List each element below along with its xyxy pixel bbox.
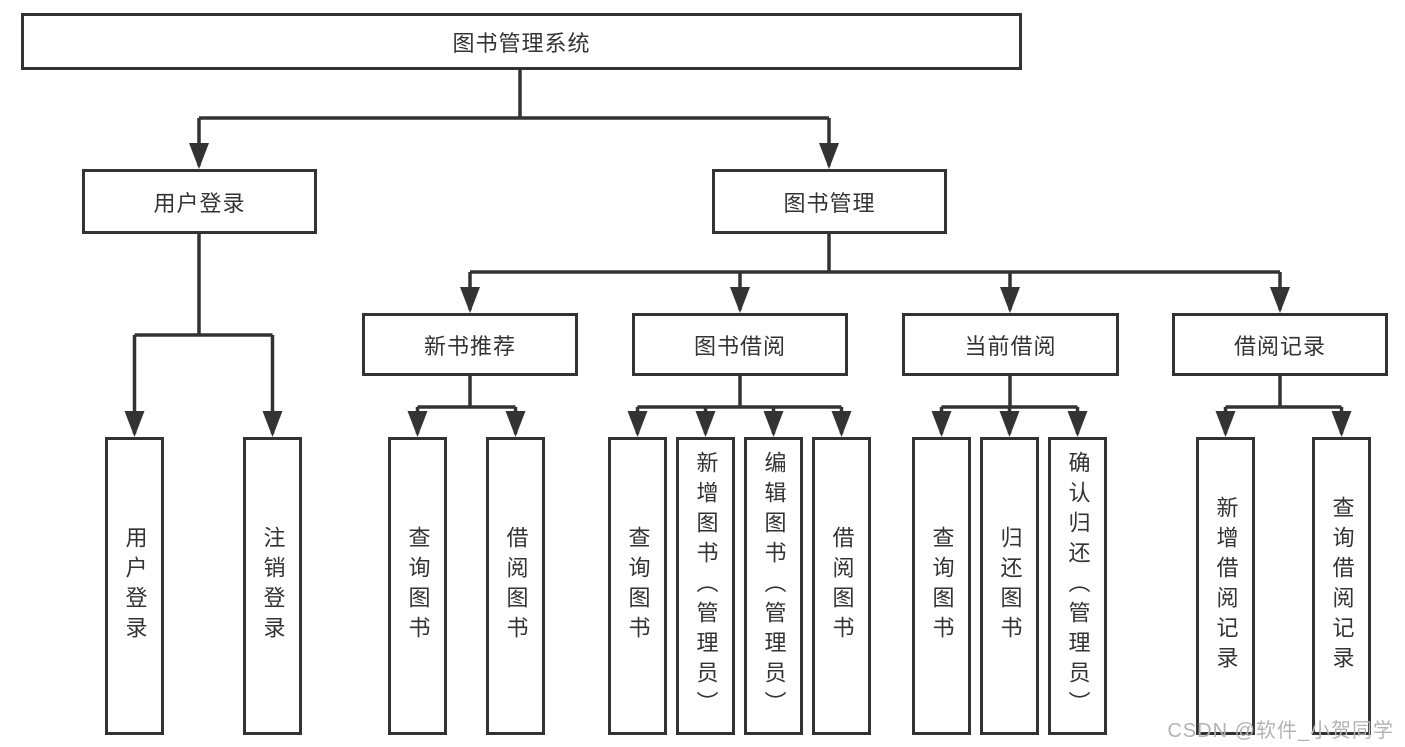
- node-label: 用户登录: [122, 526, 148, 646]
- node-leaf-logout: 注销登录: [243, 437, 302, 735]
- node-current-borrowing: 当前借阅: [902, 313, 1119, 376]
- node-borrowing-records: 借阅记录: [1172, 313, 1388, 376]
- node-label: 借阅图书: [503, 526, 529, 646]
- node-label: 查询图书: [929, 526, 955, 646]
- node-label: 注销登录: [260, 526, 286, 646]
- node-book-borrowing: 图书借阅: [632, 313, 848, 376]
- node-leaf-return-books: 归还图书: [980, 437, 1039, 735]
- node-label: 编辑图书（管理员）: [761, 451, 787, 721]
- node-book-management-branch: 图书管理: [712, 169, 947, 234]
- node-leaf-user-login: 用户登录: [105, 437, 164, 735]
- node-leaf-query-books-borrowing: 查询图书: [608, 437, 667, 735]
- node-label: 图书管理系统: [452, 30, 591, 56]
- node-label: 新书推荐: [423, 333, 516, 359]
- node-new-book-recommendation: 新书推荐: [362, 313, 578, 376]
- node-label: 当前借阅: [964, 333, 1057, 359]
- node-label: 图书管理: [783, 190, 876, 216]
- node-user-login-branch: 用户登录: [82, 169, 317, 234]
- node-label: 确认归还（管理员）: [1065, 451, 1091, 721]
- node-leaf-edit-book-admin: 编辑图书（管理员）: [744, 437, 803, 735]
- node-label: 归还图书: [997, 526, 1023, 646]
- node-label: 新增图书（管理员）: [693, 451, 719, 721]
- watermark-text: CSDN @软件_小贺同学: [1167, 720, 1394, 742]
- node-leaf-query-borrow-record: 查询借阅记录: [1312, 437, 1371, 735]
- node-leaf-query-books-current: 查询图书: [912, 437, 971, 735]
- node-label: 查询图书: [405, 526, 431, 646]
- node-label: 查询借阅记录: [1329, 496, 1355, 676]
- node-label: 查询图书: [625, 526, 651, 646]
- node-leaf-borrow-books-recommend: 借阅图书: [486, 437, 545, 735]
- node-library-management-system: 图书管理系统: [21, 13, 1022, 70]
- node-leaf-query-books-recommend: 查询图书: [388, 437, 447, 735]
- node-label: 新增借阅记录: [1213, 496, 1239, 676]
- node-label: 借阅图书: [829, 526, 855, 646]
- node-leaf-add-borrow-record: 新增借阅记录: [1196, 437, 1255, 735]
- node-label: 图书借阅: [693, 333, 786, 359]
- node-label: 用户登录: [153, 190, 246, 216]
- node-leaf-borrow-books-borrowing: 借阅图书: [812, 437, 871, 735]
- node-label: 借阅记录: [1233, 333, 1326, 359]
- node-leaf-confirm-return-admin: 确认归还（管理员）: [1048, 437, 1107, 735]
- node-leaf-add-book-admin: 新增图书（管理员）: [676, 437, 735, 735]
